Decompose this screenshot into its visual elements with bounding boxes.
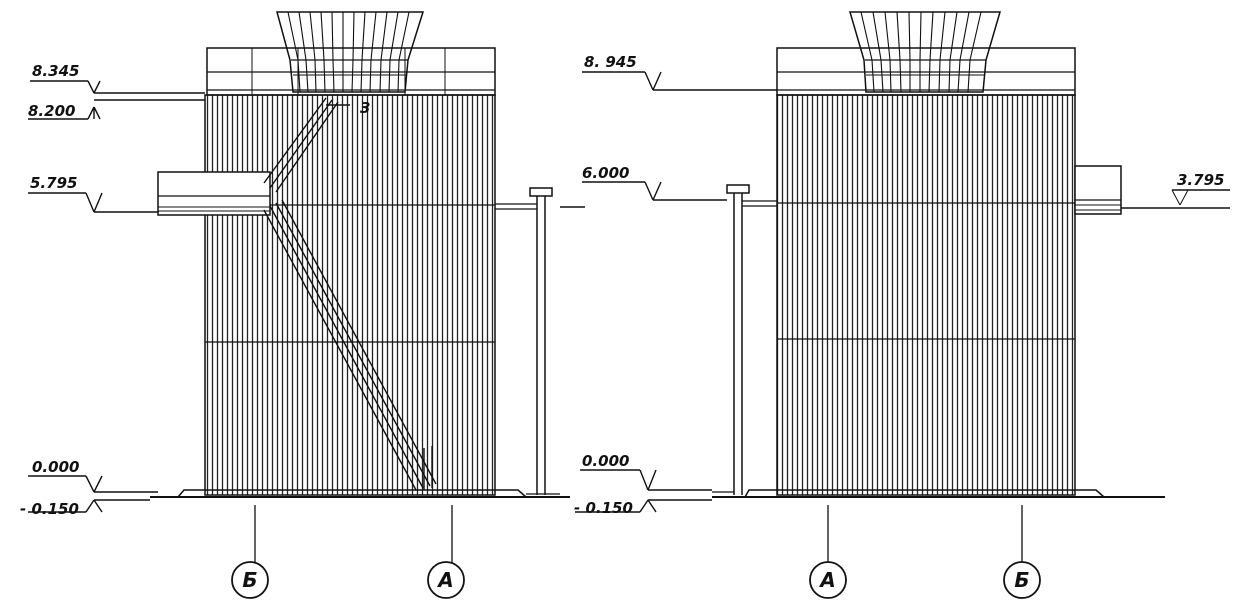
- level-label-3795-right: 3.795: [1177, 171, 1224, 189]
- left-top-housing: [206, 47, 496, 96]
- right-axis-markers: А Б: [809, 505, 1041, 599]
- left-elevation: 3 8.345 8.200 5.795 0.000 - 0.150: [20, 11, 585, 599]
- right-drain-pipe: [726, 184, 777, 495]
- stair-label: 3: [360, 99, 370, 117]
- level-label-8945-right: 8. 945: [584, 53, 637, 71]
- left-level-markers: [28, 80, 205, 513]
- axis-bubble: [231, 561, 269, 599]
- axis-label-b-right: Б: [1014, 568, 1029, 592]
- left-base-slab: [150, 489, 570, 498]
- right-level-markers: [575, 71, 777, 513]
- right-elevation: 8. 945 6.000 3.795 0.000 - 0.150 А Б: [574, 11, 1230, 599]
- level-label-m0150-right: - 0.150: [574, 499, 633, 517]
- level-label-8345-left: 8.345: [32, 62, 79, 80]
- level-label-0000-right: 0.000: [582, 452, 629, 470]
- left-diagonal-stair: [263, 97, 437, 491]
- level-label-6000-right: 6.000: [582, 164, 629, 182]
- left-fan-diffuser: [276, 11, 425, 93]
- right-tower-body: [776, 94, 1076, 496]
- left-tower-body: [204, 94, 496, 496]
- right-fan-diffuser: [849, 11, 1001, 93]
- right-top-housing: [776, 47, 1076, 96]
- left-axis-markers: Б А: [231, 505, 465, 599]
- axis-bubble: [809, 561, 847, 599]
- level-label-8200-left: 8.200: [28, 102, 75, 120]
- right-side-platform: [1074, 165, 1230, 215]
- axis-label-b-left: Б: [242, 568, 257, 592]
- axis-bubble: [427, 561, 465, 599]
- left-drain-pipe: [495, 187, 585, 495]
- axis-bubble: [1003, 561, 1041, 599]
- left-side-platform: [157, 171, 271, 216]
- level-label-5795-left: 5.795: [30, 174, 77, 192]
- level-label-0000-left: 0.000: [32, 458, 79, 476]
- right-base-slab: [712, 489, 1165, 498]
- axis-label-a-left: А: [436, 568, 453, 592]
- axis-label-a-right: А: [818, 568, 835, 592]
- level-label-m0150-left: - 0.150: [20, 500, 79, 518]
